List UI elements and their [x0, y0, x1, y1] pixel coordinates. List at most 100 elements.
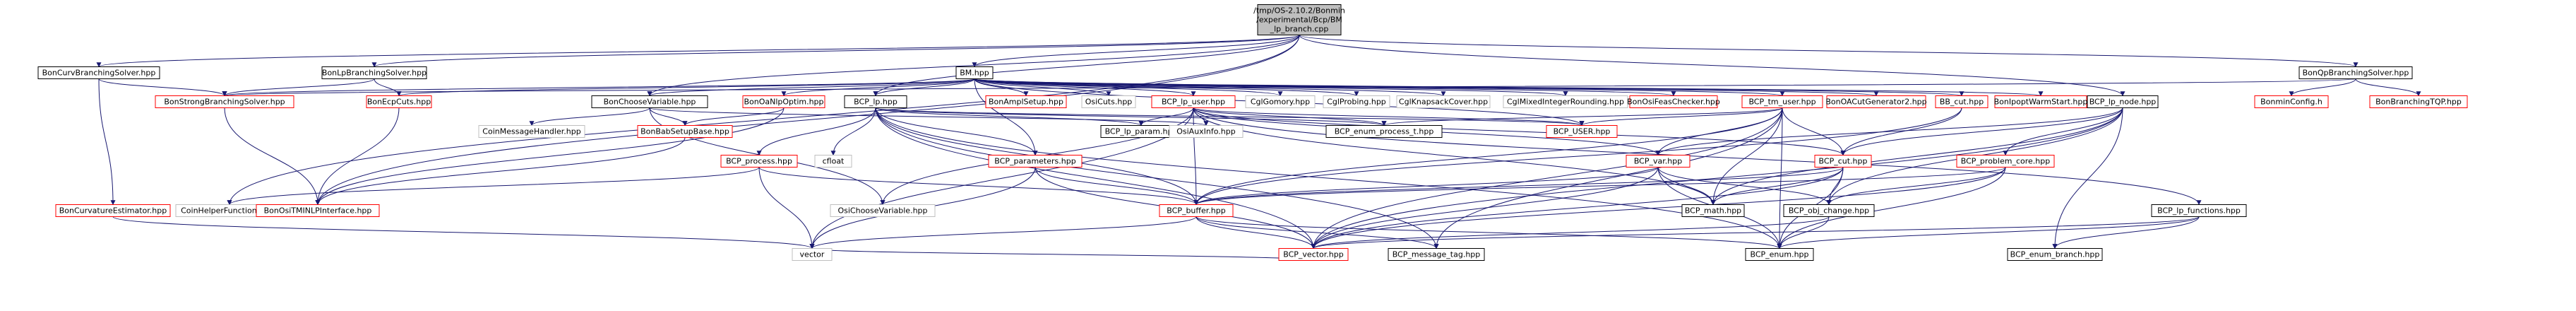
node-enumproc[interactable]: BCP_enum_process_t.hpp: [1325, 125, 1443, 138]
node-box: [2151, 204, 2247, 217]
edge-var-to-buffer: [1193, 167, 1659, 206]
node-box: [55, 204, 171, 217]
node-strong[interactable]: BonStrongBranchingSolver.hpp: [155, 95, 294, 108]
node-label: BonCurvBranchingSolver.hpp: [42, 69, 156, 78]
node-label: BonCurvatureEstimator.hpp: [59, 206, 167, 216]
node-box: [1626, 155, 1690, 168]
edge-lpnode-to-math: [1710, 107, 2123, 206]
node-branchtqp[interactable]: BonBranchingTQP.hpp: [2369, 95, 2468, 108]
edge-lpnode-to-enumbranch: [2052, 107, 2123, 250]
node-objchange[interactable]: BCP_obj_change.hpp: [1783, 204, 1875, 217]
node-box: [1159, 204, 1234, 217]
edge-lpuser-to-enumproc: [1193, 107, 1387, 127]
node-label: BonIpoptWarmStart.hpp: [1994, 98, 2088, 107]
node-choose[interactable]: BonChooseVariable.hpp: [591, 95, 708, 108]
node-var[interactable]: BCP_var.hpp: [1626, 155, 1690, 168]
node-bcpvector[interactable]: BCP_vector.hpp: [1278, 248, 1349, 261]
node-lpfunc[interactable]: BCP_lp_functions.hpp: [2151, 204, 2247, 217]
edge-objchange-to-bcpvector: [1311, 216, 1830, 250]
node-label: vector: [800, 250, 825, 259]
node-bcpenum[interactable]: BCP_enum.hpp: [1745, 248, 1814, 261]
node-box: [742, 95, 825, 108]
edge-root-to-lpnode: [1299, 35, 2125, 97]
node-params[interactable]: BCP_parameters.hpp: [988, 155, 1083, 168]
node-root[interactable]: /tmp/OS-2.10.2/Bonmin/experimental/Bcp/B…: [1253, 4, 1345, 35]
node-box: [1814, 155, 1872, 168]
node-math[interactable]: BCP_math.hpp: [1681, 204, 1745, 217]
node-label: CglGomory.hpp: [1251, 98, 1310, 107]
node-feas[interactable]: BonOsiFeasChecker.hpp: [1627, 95, 1720, 108]
node-box: [1151, 95, 1236, 108]
node-box: [2298, 66, 2413, 79]
node-lpnode[interactable]: BCP_lp_node.hpp: [2087, 95, 2159, 108]
edge-choose-to-coinmsg: [529, 107, 650, 127]
edge-lpbs-to-ecp: [374, 78, 402, 97]
node-enumbranch[interactable]: BCP_enum_branch.hpp: [2007, 248, 2103, 261]
node-tmuser[interactable]: BCP_tm_user.hpp: [1741, 95, 1823, 108]
node-box: [814, 155, 852, 168]
node-bbcut[interactable]: BB_cut.hpp: [1935, 95, 1988, 108]
node-warm[interactable]: BonIpoptWarmStart.hpp: [1994, 95, 2088, 108]
edge-lpuser-to-bcpuser: [1193, 107, 1585, 127]
edge-qpbs-to-config: [2289, 78, 2356, 97]
edge-bm-to-ampl: [974, 78, 1029, 97]
node-box: [321, 66, 427, 79]
node-box: [1826, 95, 1926, 108]
edge-bm-to-warm: [974, 78, 2043, 97]
edge-var-to-math: [1657, 167, 1716, 206]
node-gomory: CglGomory.hpp: [1245, 95, 1316, 108]
node-label: CglKnapsackCover.hpp: [1399, 98, 1488, 107]
node-conv[interactable]: BonCurvBranchingSolver.hpp: [37, 66, 160, 79]
node-label: BonQpBranchingSolver.hpp: [2303, 69, 2409, 78]
node-lpuser[interactable]: BCP_lp_user.hpp: [1151, 95, 1236, 108]
node-mir: CglMixedIntegerRounding.hpp: [1503, 95, 1628, 108]
node-cut[interactable]: BCP_cut.hpp: [1814, 155, 1872, 168]
node-label: BonStrongBranchingSolver.hpp: [164, 98, 285, 107]
edge-cut-to-objchange: [1826, 167, 1844, 206]
node-box: [1245, 95, 1316, 108]
node-label: OsiCuts.hpp: [1085, 98, 1133, 107]
node-label: BB_cut.hpp: [1940, 98, 1984, 107]
edge-process-to-coinhelp: [227, 167, 760, 206]
node-msgtag[interactable]: BCP_message_tag.hpp: [1388, 248, 1485, 261]
node-bcpuser[interactable]: BCP_USER.hpp: [1546, 125, 1618, 138]
node-nlpoptim[interactable]: BonOaNlpOptim.hpp: [742, 95, 825, 108]
edge-buffer-to-bcpenum: [1195, 216, 1782, 250]
node-curvest[interactable]: BonCurvatureEstimator.hpp: [55, 204, 171, 217]
edge-bbcut-to-buffer: [1193, 107, 1962, 206]
edge-lpuser-to-lpfunc: [1193, 107, 2202, 206]
node-label: BCP_USER.hpp: [1554, 127, 1611, 136]
node-lpparam[interactable]: BCP_lp_param.hpp: [1100, 125, 1182, 138]
node-bcplp[interactable]: BCP_lp.hpp: [844, 95, 907, 108]
edge-root-to-choose: [647, 35, 1300, 97]
edge-bm-to-strong: [222, 78, 975, 97]
edge-choose-to-osiaux: [649, 107, 1209, 127]
node-babsetup[interactable]: BonBabSetupBase.hpp: [637, 125, 733, 138]
node-label: BCP_message_tag.hpp: [1393, 250, 1481, 259]
node-process[interactable]: BCP_process.hpp: [720, 155, 798, 168]
edge-qpbs-to-branchtqp: [2355, 78, 2421, 97]
edge-nlpoptim-to-ositm: [315, 107, 785, 206]
edge-bcplp-to-bcpvector: [875, 107, 1316, 250]
node-probcore[interactable]: BCP_problem_core.hpp: [1956, 155, 2055, 168]
node-box: [637, 125, 733, 138]
node-ampl[interactable]: BonAmplSetup.hpp: [985, 95, 1067, 108]
node-label: CglMixedIntegerRounding.hpp: [1507, 98, 1624, 107]
node-oacut[interactable]: BonOACutGenerator2.hpp: [1825, 95, 1927, 108]
edge-bcplp-to-enumproc: [875, 107, 1387, 127]
node-buffer[interactable]: BCP_buffer.hpp: [1159, 204, 1234, 217]
edge-root-to-bm: [972, 35, 1300, 68]
edge-bcpvector-to-vectorstd: [810, 247, 1314, 261]
edge-curvest-to-vectorstd: [112, 216, 815, 250]
node-label: BonAmplSetup.hpp: [989, 98, 1063, 107]
node-qpbs[interactable]: BonQpBranchingSolver.hpp: [2298, 66, 2413, 79]
node-ositm[interactable]: BonOsiTMINLPInterface.hpp: [256, 204, 380, 217]
node-label: BCP_parameters.hpp: [994, 157, 1075, 166]
node-config[interactable]: BonminConfig.h: [2254, 95, 2329, 108]
node-bm[interactable]: BM.hpp: [955, 66, 994, 79]
node-lpbs[interactable]: BonLpBranchingSolver.hpp: [321, 66, 427, 79]
node-label: BonLpBranchingSolver.hpp: [322, 69, 427, 78]
node-ecp[interactable]: BonEcpCuts.hpp: [366, 95, 432, 108]
edge-tmuser-to-cut: [1782, 107, 1846, 156]
node-box: [1169, 125, 1244, 138]
